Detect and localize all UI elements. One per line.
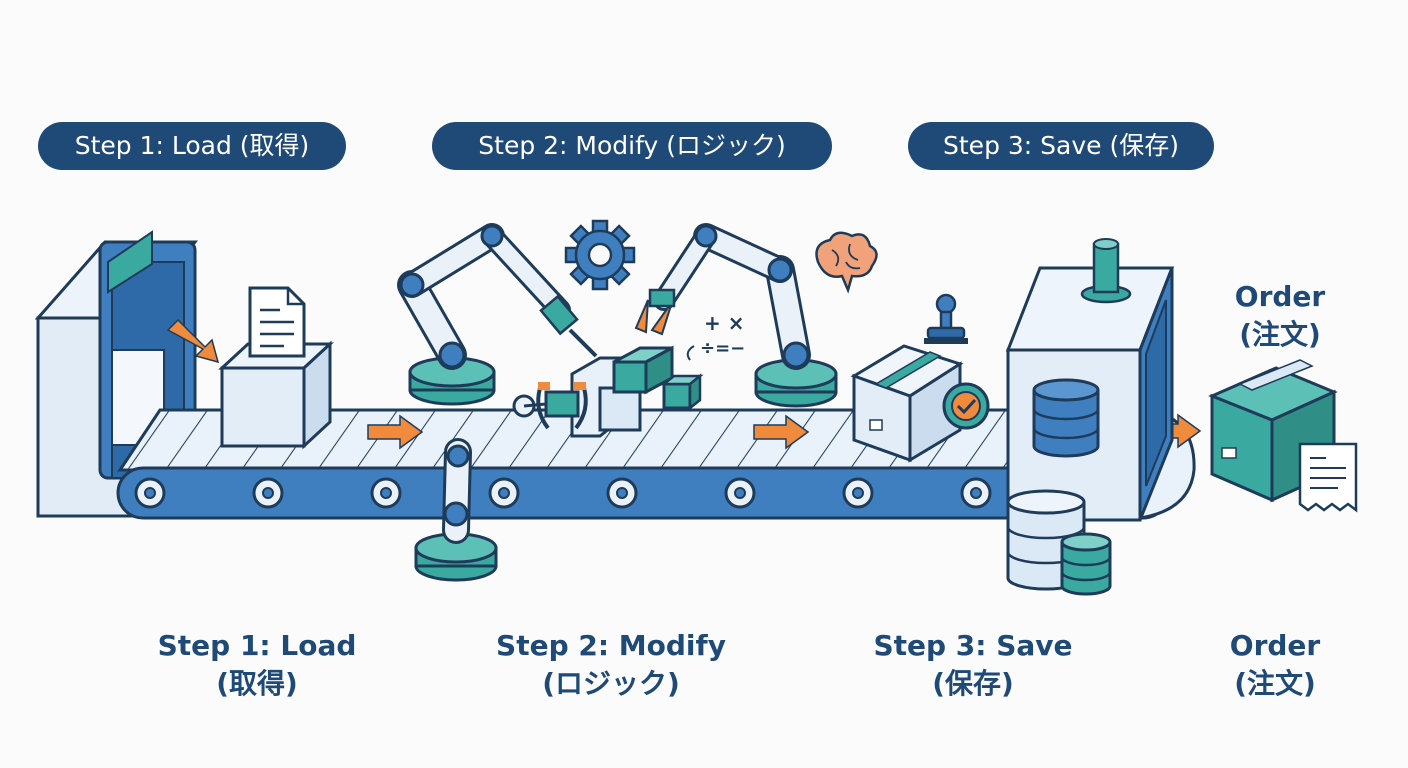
roller-hub bbox=[970, 487, 982, 499]
roller-hub bbox=[498, 487, 510, 499]
checkmark-badge-icon bbox=[942, 382, 990, 430]
brain-icon bbox=[815, 231, 878, 294]
order-output-label: Order (注文) bbox=[1210, 278, 1350, 354]
step1-header-pill: Step 1: Load (取得) bbox=[38, 122, 346, 170]
step2-header-pill: Step 2: Modify (ロジック) bbox=[432, 122, 832, 170]
database-icon bbox=[1032, 378, 1100, 458]
robot-arm-right bbox=[634, 223, 838, 408]
math-symbols-row2: ÷=− bbox=[700, 338, 745, 359]
belt-rollers bbox=[134, 477, 1110, 509]
step1-caption-line1: Step 1: Load bbox=[157, 629, 357, 662]
step3-caption-line2: (保存) bbox=[932, 667, 1014, 700]
order-caption-line2: (注文) bbox=[1234, 667, 1316, 700]
roller-hub bbox=[616, 487, 628, 499]
step2-caption-line2: (ロジック) bbox=[542, 667, 680, 700]
gear-icon bbox=[564, 219, 636, 291]
belt-arrow-icon bbox=[367, 414, 424, 450]
step2-caption-line1: Step 2: Modify bbox=[496, 629, 726, 662]
receipt-icon bbox=[1298, 442, 1358, 513]
robot-arm-left bbox=[397, 223, 598, 406]
step1-caption: Step 1: Load (取得) bbox=[137, 627, 377, 703]
step3-caption: Step 3: Save (保存) bbox=[858, 627, 1088, 703]
step2-caption: Step 2: Modify (ロジック) bbox=[476, 627, 746, 703]
save-machine bbox=[1005, 238, 1175, 522]
document-icon bbox=[248, 286, 306, 358]
raw-material-box bbox=[218, 340, 334, 450]
arrow-into-box-icon bbox=[166, 318, 220, 364]
packed-box bbox=[850, 344, 964, 463]
assembly-blocks bbox=[570, 345, 704, 438]
robot-arm-bottom bbox=[414, 438, 498, 582]
order-caption-line1: Order bbox=[1229, 629, 1321, 662]
gripper-claw bbox=[512, 382, 588, 430]
step1-caption-line2: (取得) bbox=[216, 667, 298, 700]
roller-hub bbox=[734, 487, 746, 499]
order-caption: Order (注文) bbox=[1205, 627, 1345, 703]
database-stack-icon bbox=[1006, 489, 1112, 596]
roller-hub bbox=[852, 487, 864, 499]
order-output-label-line1: Order bbox=[1234, 280, 1326, 313]
roller-hub bbox=[262, 487, 274, 499]
math-symbols-row1: + × bbox=[704, 311, 744, 335]
roller-hub bbox=[380, 487, 392, 499]
roller-hub bbox=[144, 487, 156, 499]
step3-header-pill: Step 3: Save (保存) bbox=[908, 122, 1214, 170]
belt-arrow-icon bbox=[753, 414, 810, 450]
order-output-label-line2: (注文) bbox=[1239, 318, 1321, 351]
stamp-icon bbox=[924, 293, 968, 344]
math-symbols: + × ÷=− bbox=[686, 311, 745, 361]
step3-caption-line1: Step 3: Save bbox=[873, 629, 1073, 662]
